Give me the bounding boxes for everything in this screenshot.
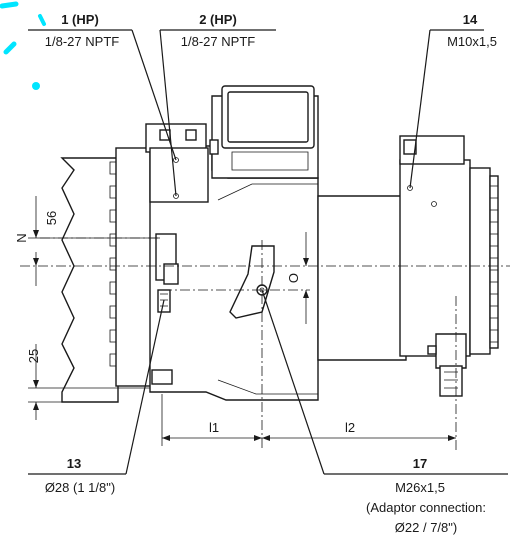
callout-17-note-2: Ø22 / 7/8") xyxy=(395,520,457,535)
watermark-marks xyxy=(0,1,46,90)
dim-n-label: N xyxy=(14,233,29,242)
cylinder-head xyxy=(399,135,499,397)
callout-17-note-1: (Adaptor connection: xyxy=(366,500,486,515)
callout-17-title: 17 xyxy=(413,456,427,471)
callout-14-value: M10x1,5 xyxy=(447,34,497,49)
motor-housing xyxy=(60,147,153,403)
callout-1-title: 1 (HP) xyxy=(61,12,99,27)
compressor-body xyxy=(145,85,407,401)
dim-25-label: 25 xyxy=(26,349,41,363)
dimension-l1-l2 xyxy=(161,394,456,446)
callout-13-title: 13 xyxy=(67,456,81,471)
dimension-o xyxy=(303,232,309,324)
dimension-lines-left xyxy=(28,196,160,420)
leader-lines xyxy=(28,29,508,475)
dim-56-label: 56 xyxy=(44,211,59,225)
callout-2-value: 1/8-27 NPTF xyxy=(181,34,255,49)
dim-l2-label: l2 xyxy=(345,420,355,435)
callout-14-title: 14 xyxy=(463,12,478,27)
dim-o-label: O xyxy=(286,273,301,283)
callout-1-value: 1/8-27 NPTF xyxy=(45,34,119,49)
callout-17-value: M26x1,5 xyxy=(395,480,445,495)
dim-l1-label: l1 xyxy=(209,420,219,435)
callout-2-title: 2 (HP) xyxy=(199,12,237,27)
callout-13-value: Ø28 (1 1/8") xyxy=(45,480,115,495)
suction-fitting xyxy=(151,233,179,385)
